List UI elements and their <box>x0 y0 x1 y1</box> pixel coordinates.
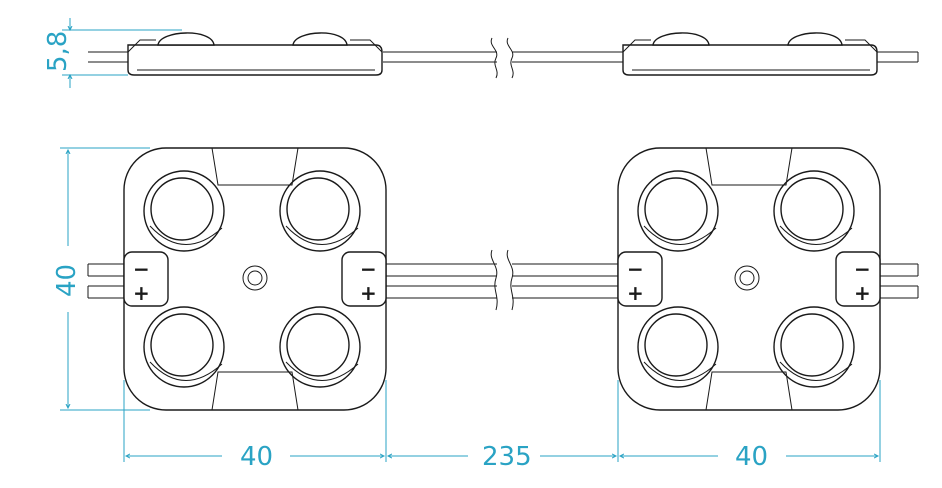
dimension-lines: 40 40 235 40 <box>52 147 881 472</box>
terminal-pad-left <box>123 251 169 307</box>
terminal-pad-right <box>835 251 881 307</box>
second-width-dimension-label: 40 <box>735 442 768 472</box>
led-lens <box>143 306 225 388</box>
height-dimension-label: 5,8 <box>43 31 73 72</box>
led-lens <box>637 306 719 388</box>
led-lens <box>143 170 225 252</box>
mounting-hole <box>734 265 760 291</box>
minus-sign: − <box>360 257 377 281</box>
led-module-2: − + − + <box>617 147 881 411</box>
plus-sign: + <box>360 281 377 305</box>
plus-sign: + <box>854 281 871 305</box>
terminal-pad-left <box>617 251 663 307</box>
side-module-1 <box>127 32 383 76</box>
terminal-pad-right <box>341 251 387 307</box>
plus-sign: + <box>627 281 644 305</box>
minus-sign: − <box>627 257 644 281</box>
led-lens <box>279 170 361 252</box>
led-lens <box>279 306 361 388</box>
plus-sign: + <box>133 281 150 305</box>
side-view: 5,8 <box>43 18 919 88</box>
side-module-2 <box>622 32 878 76</box>
side-dimension-label: 40 <box>52 264 82 297</box>
minus-sign: − <box>133 257 150 281</box>
led-lens <box>773 170 855 252</box>
spacing-dimension-label: 235 <box>482 442 532 472</box>
led-module-1: − + − + <box>123 147 387 411</box>
wires <box>87 249 919 311</box>
width-dimension-label: 40 <box>240 442 273 472</box>
minus-sign: − <box>854 257 871 281</box>
mounting-hole <box>242 265 268 291</box>
led-lens <box>773 306 855 388</box>
led-lens <box>637 170 719 252</box>
